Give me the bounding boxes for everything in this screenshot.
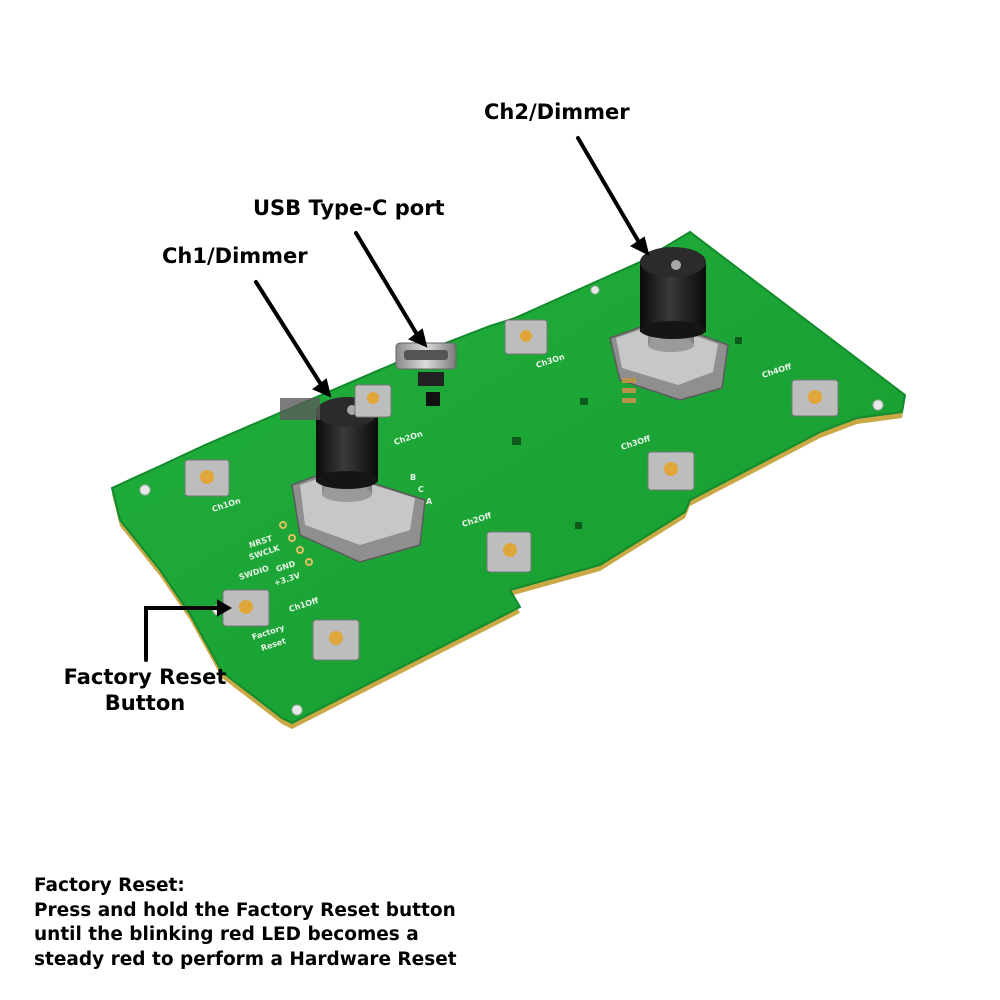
silk-enc-b: B (410, 473, 416, 482)
tactile-button-ch1-off[interactable] (312, 619, 360, 661)
tactile-button-ch2-off[interactable] (486, 531, 532, 573)
usb-type-c-port (395, 342, 457, 406)
silk-enc-a: A (426, 497, 433, 506)
ch1-rotary-encoder (280, 397, 426, 563)
tactile-button-ch2-on[interactable] (354, 384, 392, 418)
callout-ch1-dimmer: Ch1/Dimmer (162, 244, 308, 268)
arrow-ch2-dimmer (576, 136, 642, 246)
tactile-button-ch4-off[interactable] (791, 379, 839, 417)
callout-ch2-dimmer: Ch2/Dimmer (484, 100, 630, 124)
arrow-ch1-dimmer (254, 280, 324, 388)
callout-factory-reset: Factory Reset Button (40, 664, 250, 716)
tactile-button-factory-reset[interactable] (222, 589, 270, 627)
callout-factory-reset-line2: Button (104, 691, 186, 715)
note-title: Factory Reset: (34, 875, 185, 896)
tactile-button-ch1-on[interactable] (184, 459, 230, 497)
note-line-3: steady red to perform a Hardware Reset (34, 948, 457, 970)
tactile-button-ch3-off[interactable] (647, 451, 695, 491)
callout-arrows (144, 136, 650, 662)
note-line-1: Press and hold the Factory Reset button (34, 899, 456, 921)
arrow-factory-reset (144, 606, 222, 662)
ch2-rotary-encoder (609, 247, 729, 403)
debug-header-pads (279, 521, 313, 566)
callout-factory-reset-line1: Factory Reset (63, 665, 227, 689)
silk-enc-c: C (418, 485, 424, 494)
factory-reset-instructions: Factory Reset: Press and hold the Factor… (34, 874, 457, 972)
arrow-usb-port (354, 231, 420, 338)
callout-usb-port: USB Type-C port (253, 196, 445, 220)
tactile-button-ch3-on[interactable] (504, 319, 548, 355)
pcb-vias (512, 337, 742, 529)
pcb-board (110, 230, 907, 729)
note-line-2: until the blinking red LED becomes a (34, 924, 419, 945)
